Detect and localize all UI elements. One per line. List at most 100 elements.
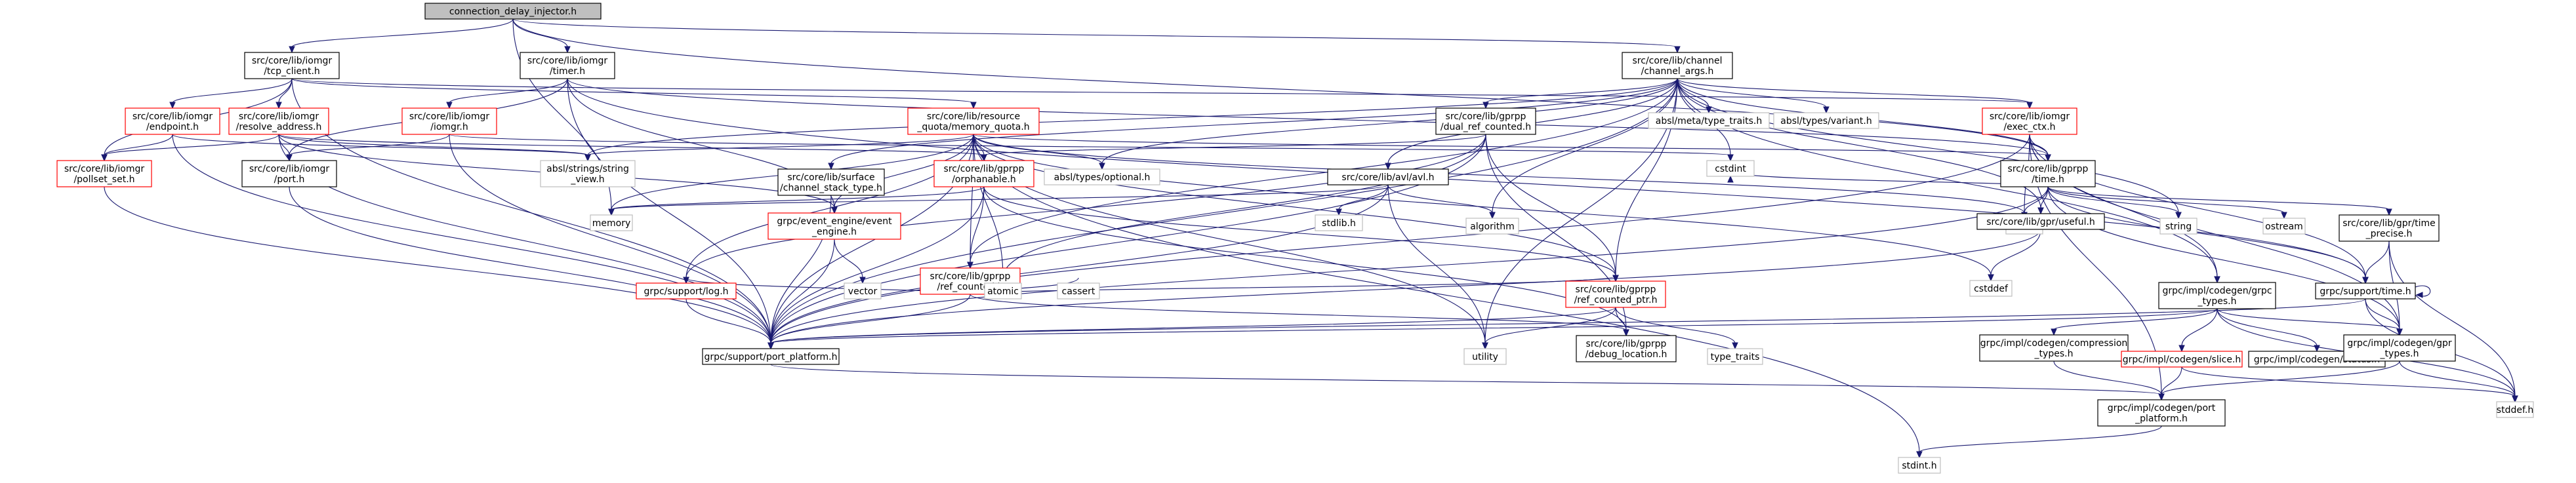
edge-exec_ctx-to-gprpp_time (2029, 134, 2051, 162)
node-box (540, 160, 636, 187)
node-label: absl/meta/type_traits.h (1656, 116, 1763, 126)
node-label: absl/strings/string (546, 164, 629, 174)
node-box (1898, 457, 1941, 474)
node-label: src/core/lib/gprpp (944, 164, 1025, 174)
node-atomic[interactable]: atomic (984, 282, 1022, 299)
node-box (2496, 401, 2534, 418)
node-optional[interactable]: absl/types/optional.h (1044, 168, 1160, 185)
node-box (2121, 351, 2243, 368)
node-surface_channel_stack_type[interactable]: src/core/lib/surface/channel_stack_type.… (777, 168, 885, 196)
node-compression_types[interactable]: grpc/impl/codegen/compression_types.h (1979, 334, 2129, 362)
node-grpc_types[interactable]: grpc/impl/codegen/grpc_types.h (2158, 282, 2276, 309)
edge-resolve_address-to-string_view (278, 134, 591, 162)
node-cassert[interactable]: cassert (1057, 282, 1100, 299)
node-label: cstddef (1974, 284, 2009, 294)
edge-tcp_client-to-resolve_address (276, 78, 293, 109)
node-utility[interactable]: utility (1463, 348, 1507, 365)
node-box (933, 160, 1034, 187)
node-label: grpc/impl/codegen/slice.h (2123, 355, 2241, 365)
node-label: string (2165, 222, 2192, 232)
node-cstdint[interactable]: cstdint (1706, 160, 1755, 177)
node-resolve_address[interactable]: src/core/lib/iomgr/resolve_address.h (228, 107, 329, 135)
node-debug_location[interactable]: src/core/lib/gprpp/debug_location.h (1576, 335, 1677, 362)
node-box (424, 3, 602, 20)
node-variant[interactable]: absl/types/variant.h (1773, 112, 1879, 129)
node-label: src/core/lib/gprpp (2008, 164, 2089, 174)
node-avl[interactable]: src/core/lib/avl/avl.h (1327, 168, 1449, 185)
node-label: vector (848, 286, 878, 297)
node-box (56, 160, 152, 187)
edge-useful-to-cstddef (1988, 229, 2041, 282)
node-algorithm[interactable]: algorithm (1465, 218, 1519, 235)
node-time_precise[interactable]: src/core/lib/gpr/time_precise.h (2339, 214, 2440, 242)
node-timer[interactable]: src/core/lib/iomgr/timer.h (520, 52, 615, 79)
edge-iomgr-to-port (286, 134, 450, 162)
node-stdlib[interactable]: stdlib.h (1315, 214, 1363, 231)
node-memory[interactable]: memory (590, 214, 633, 231)
node-exec_ctx[interactable]: src/core/lib/iomgr/exec_ctx.h (1982, 107, 2077, 135)
node-box (1435, 107, 1536, 135)
node-port[interactable]: src/core/lib/iomgr/port.h (241, 160, 337, 187)
node-label: stdlib.h (1322, 218, 1356, 229)
edge-avl-to-memory (608, 184, 1389, 216)
edge-tcp_client-to-memory_quota (291, 78, 977, 109)
node-codegen_port_platform[interactable]: grpc/impl/codegen/port_platform.h (2097, 399, 2226, 427)
node-gpr_types[interactable]: grpc/impl/codegen/gpr_types.h (2343, 334, 2456, 362)
edge-endpoint-to-string_view (172, 134, 591, 162)
node-codegen_slice[interactable]: grpc/impl/codegen/slice.h (2121, 351, 2243, 368)
edge-resolve_address-to-orphanable (278, 134, 987, 162)
node-memory_quota[interactable]: src/core/lib/resource_quota/memory_quota… (907, 107, 1040, 135)
node-dual_ref_counted[interactable]: src/core/lib/gprpp/dual_ref_counted.h (1435, 107, 1536, 135)
node-ref_counted_ptr[interactable]: src/core/lib/gprpp/ref_counted_ptr.h (1565, 280, 1666, 308)
node-label: utility (1472, 352, 1498, 362)
node-label: _precise.h (2365, 229, 2413, 239)
node-label: /exec_ctx.h (2003, 122, 2055, 132)
edge-port_platform_support-to-codegen_port_platform (770, 364, 2165, 401)
node-label: grpc/impl/codegen/grpc (2162, 286, 2272, 296)
edge-gprpp_time-to-gpr_types (2047, 186, 2403, 336)
edge-ref_counted_ptr-to-debug_location (1615, 307, 1629, 337)
node-box (1648, 112, 1770, 129)
node-label: src/core/lib/iomgr (239, 111, 319, 122)
node-string[interactable]: string (2159, 218, 2198, 235)
node-stddef[interactable]: stddef.h (2496, 401, 2534, 418)
node-ostream[interactable]: ostream (2262, 218, 2306, 235)
node-stdint[interactable]: stdint.h (1898, 457, 1941, 474)
node-tcp_client[interactable]: src/core/lib/iomgr/tcp_client.h (244, 52, 340, 79)
edge-gprpp_time-to-string (2047, 186, 2182, 220)
node-label: grpc/support/log.h (644, 286, 728, 297)
edge-pollset_set-to-port_platform_support (104, 186, 774, 350)
node-ref_counted[interactable]: src/core/lib/gprpp/ref_counted.h (920, 267, 1021, 295)
node-label: algorithm (1470, 222, 1515, 232)
node-label: _types.h (2034, 349, 2074, 359)
edge-memory_quota-to-string_view (584, 134, 974, 162)
node-label: src/core/lib/resource (927, 111, 1020, 122)
edge-layer (101, 18, 2518, 459)
node-useful[interactable]: src/core/lib/gpr/useful.h (1976, 213, 2105, 230)
node-orphanable[interactable]: src/core/lib/gprpp/orphanable.h (933, 160, 1034, 187)
node-pollset_set[interactable]: src/core/lib/iomgr/pollset_set.h (56, 160, 152, 187)
node-label: stddef.h (2497, 405, 2533, 415)
node-label: _view.h (570, 174, 604, 185)
node-box (1773, 112, 1879, 129)
node-type_traits[interactable]: type_traits (1707, 348, 1763, 365)
node-gprpp_time[interactable]: src/core/lib/gprpp/time.h (2000, 160, 2096, 187)
node-iomgr[interactable]: src/core/lib/iomgr/iomgr.h (401, 107, 497, 135)
node-port_platform_support[interactable]: grpc/support/port_platform.h (702, 348, 840, 365)
edge-avl-to-port_platform_support (767, 184, 1389, 350)
node-root[interactable]: connection_delay_injector.h (424, 3, 602, 20)
node-string_view[interactable]: absl/strings/string_view.h (540, 160, 636, 187)
node-cstddef[interactable]: cstddef (1969, 280, 2013, 297)
node-event_engine[interactable]: grpc/event_engine/event_engine.h (767, 212, 901, 240)
node-support_log[interactable]: grpc/support/log.h (636, 282, 737, 299)
node-support_time[interactable]: grpc/support/time.h (2315, 282, 2416, 299)
node-endpoint[interactable]: src/core/lib/iomgr/endpoint.h (125, 107, 220, 135)
node-label: src/core/lib/gpr/useful.h (1986, 217, 2095, 227)
node-channel_args[interactable]: src/core/lib/channel/channel_args.h (1622, 52, 1733, 79)
node-label: src/core/lib/gpr/time (2342, 218, 2435, 229)
edge-gpr_types-to-codegen_port_platform (2158, 360, 2400, 401)
node-meta_type_traits[interactable]: absl/meta/type_traits.h (1648, 112, 1770, 129)
edge-grpc_types-to-gpr_types (2217, 308, 2403, 336)
edge-resolve_address-to-port_platform_support (278, 134, 774, 350)
node-vector[interactable]: vector (844, 282, 882, 299)
